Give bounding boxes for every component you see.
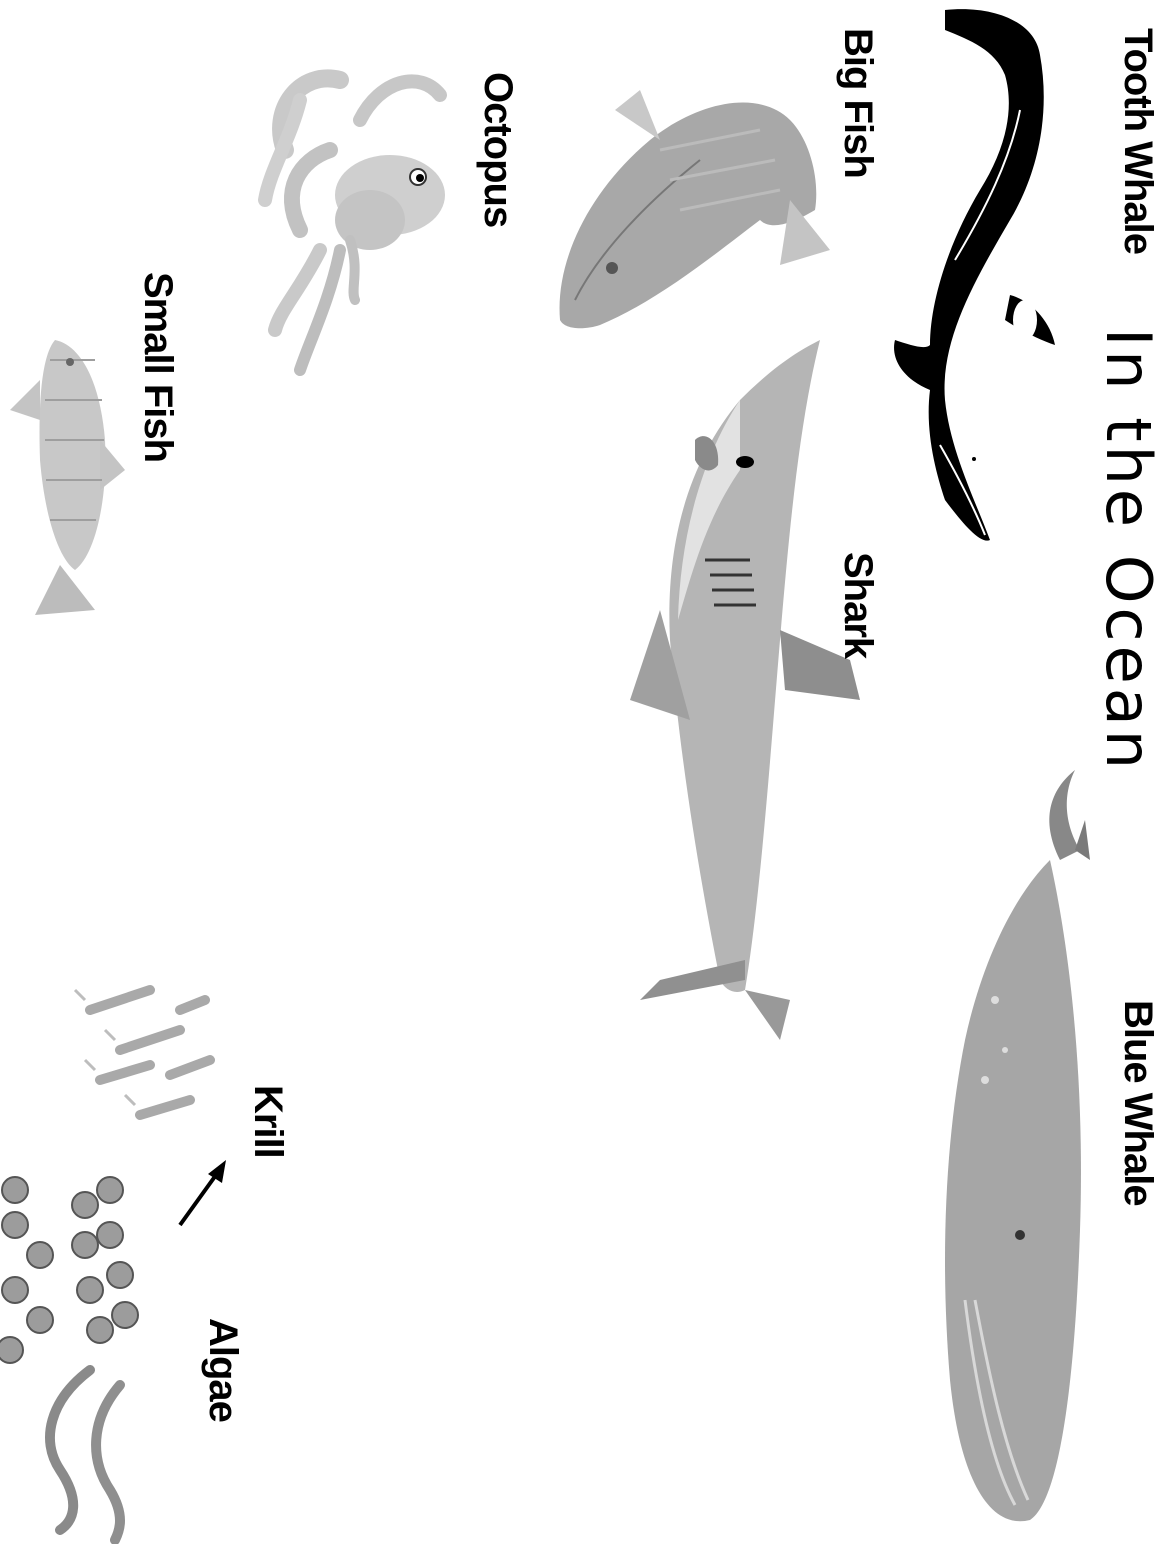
krill-illustration [75, 990, 210, 1115]
algae-strands-illustration [50, 1370, 120, 1540]
tooth-whale-illustration [894, 9, 1055, 541]
octopus-illustration [265, 78, 445, 370]
label-big-fish: Big Fish [835, 28, 880, 178]
label-krill: Krill [245, 1085, 290, 1158]
label-small-fish: Small Fish [135, 272, 180, 462]
blue-whale-illustration [945, 770, 1090, 1521]
label-tooth-whale: Tooth Whale [1115, 28, 1160, 254]
page-title: In the Ocean [1092, 328, 1165, 773]
algae-cells-illustration [0, 1177, 138, 1363]
big-fish-illustration [560, 90, 830, 328]
label-algae: Algae [200, 1318, 245, 1422]
shark-illustration [630, 340, 860, 1040]
label-octopus: Octopus [475, 72, 520, 227]
label-shark: Shark [835, 552, 880, 658]
arrow-algae-to-krill [180, 1160, 226, 1225]
label-blue-whale: Blue Whale [1115, 1000, 1160, 1206]
small-fish-illustration [10, 340, 125, 615]
